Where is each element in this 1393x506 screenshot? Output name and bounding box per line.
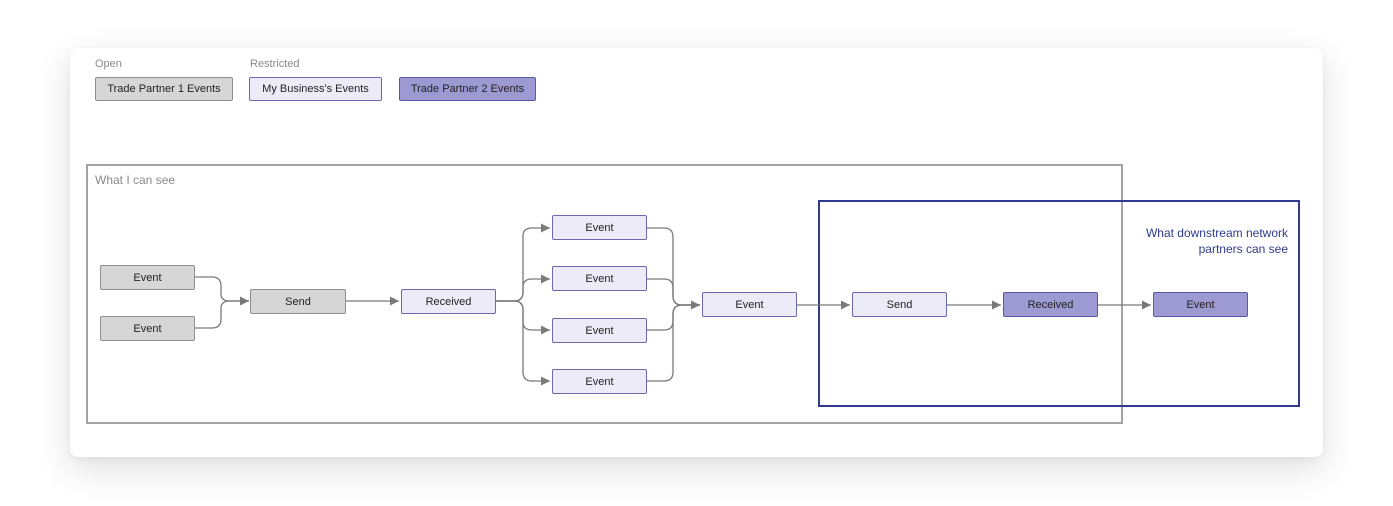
edge-event-4-to-merge — [647, 304, 700, 382]
legend-open-caption: Open — [95, 58, 122, 70]
edge-received-to-event-4 — [496, 300, 550, 386]
downstream-frame — [818, 200, 1300, 407]
tp1-event-a-node: Event — [100, 265, 195, 290]
my-event-3-node: Event — [552, 318, 647, 343]
my-event-2-node: Event — [552, 266, 647, 291]
what-i-can-see-frame — [86, 164, 1123, 424]
diagram-card — [70, 48, 1323, 457]
tp1-send-node: Send — [250, 289, 346, 314]
edge-event-a-to-send — [195, 276, 249, 306]
my-send-node: Send — [852, 292, 947, 317]
my-event-1-node: Event — [552, 215, 647, 240]
legend-trade-partner-1: Trade Partner 1 Events — [95, 77, 233, 101]
my-received-node: Received — [401, 289, 496, 314]
edge-event-2-to-merge — [647, 278, 700, 306]
downstream-label: What downstream network partners can see — [1145, 226, 1288, 256]
legend-restricted-caption: Restricted — [250, 58, 300, 70]
my-event-4-node: Event — [552, 369, 647, 394]
what-i-can-see-label: What I can see — [95, 173, 176, 187]
edge-event-b-to-send — [195, 300, 249, 329]
legend-trade-partner-2: Trade Partner 2 Events — [399, 77, 536, 101]
tp2-received-node: Received — [1003, 292, 1098, 317]
my-event-merge-node: Event — [702, 292, 797, 317]
tp1-event-b-node: Event — [100, 316, 195, 341]
tp2-event-node: Event — [1153, 292, 1248, 317]
edge-received-to-event-2 — [496, 274, 550, 302]
legend-my-business: My Business's Events — [249, 77, 382, 101]
